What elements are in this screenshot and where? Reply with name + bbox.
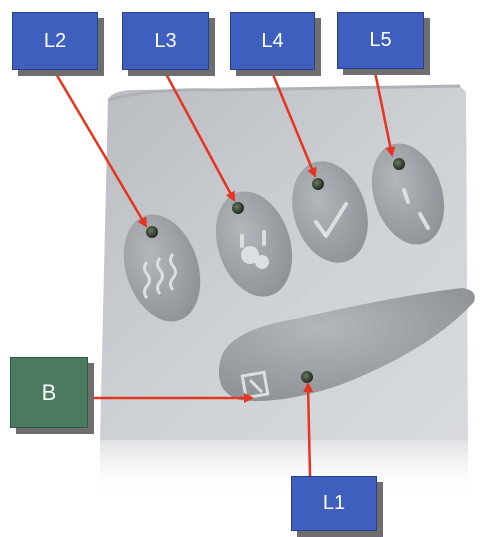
- callout-l2: L2: [12, 12, 98, 70]
- nozzle-icon: [402, 188, 430, 230]
- led-l5: [393, 158, 405, 170]
- arrow-l3: [163, 71, 236, 202]
- heat-icon: [143, 253, 177, 299]
- led-l1: [301, 371, 313, 383]
- button-long[interactable]: [218, 288, 475, 401]
- diamond-icon: [240, 370, 270, 400]
- check-icon: [314, 202, 348, 238]
- arrow-l5: [373, 71, 396, 157]
- massage-icon: [240, 230, 269, 269]
- arrow-l4: [270, 71, 317, 178]
- callout-arrows: [53, 71, 396, 477]
- callout-b: B: [10, 357, 88, 428]
- callout-l1: L1: [291, 476, 377, 531]
- callout-l4: L4: [230, 12, 315, 70]
- arrow-l1: [303, 382, 314, 477]
- button-nozzle[interactable]: [360, 134, 457, 254]
- button-heat[interactable]: [111, 205, 213, 332]
- panel-top-edge: [107, 84, 461, 102]
- button-check[interactable]: [280, 151, 381, 272]
- led-l3: [232, 202, 244, 214]
- button-massage[interactable]: [203, 182, 305, 307]
- callout-l5: L5: [337, 12, 424, 69]
- led-l2: [146, 226, 158, 238]
- panel-reflection: [100, 440, 468, 500]
- arrow-l2: [53, 71, 148, 228]
- callout-l3: L3: [122, 12, 209, 70]
- led-l4: [312, 178, 324, 190]
